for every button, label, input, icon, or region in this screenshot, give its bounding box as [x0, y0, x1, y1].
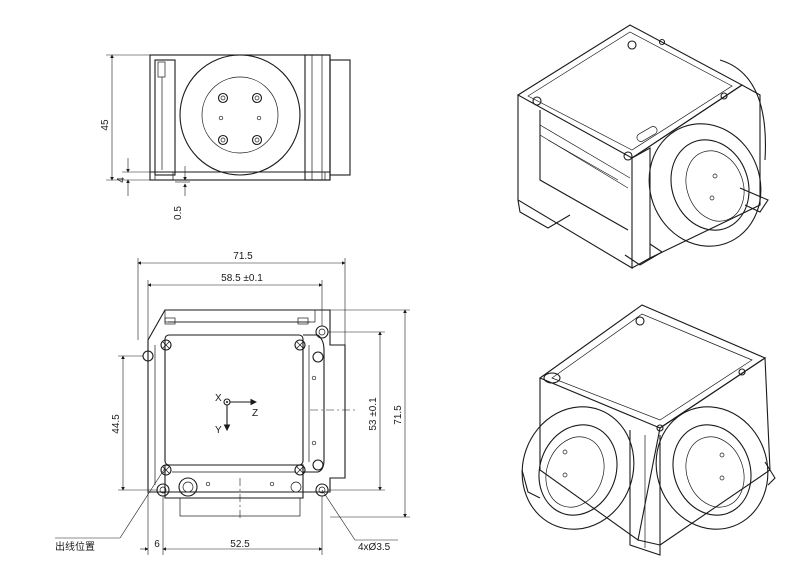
dim-left-offset: 44.5 [111, 414, 122, 434]
dim-gap-label: 0.5 [173, 206, 184, 220]
cable-outlet-label: 出线位置 [55, 540, 95, 553]
axis-y-label: Y [215, 425, 222, 436]
front-view: 45 4 0.5 [100, 54, 351, 220]
hole-callout: 4xØ3.5 [358, 542, 391, 553]
dim-hole-pitch-y: 53 ±0.1 [368, 397, 379, 431]
dim-bottom-left: 6 [154, 539, 160, 550]
isometric-view-top [516, 24, 769, 269]
screw-top-right [294, 339, 306, 351]
dim-base-label: 4 [116, 177, 127, 183]
screw-bottom-left [160, 464, 172, 476]
screw-top-left [160, 339, 172, 351]
axis-z-label: Z [252, 408, 258, 419]
axis-x-label: X [215, 393, 222, 404]
dim-width-total: 71.5 [233, 251, 253, 262]
dim-bottom-pitch: 52.5 [230, 539, 250, 550]
dim-height-total: 71.5 [393, 405, 404, 425]
lens-mount-circle [179, 54, 301, 176]
top-view: X Y Z 71.5 58.5 ±0.1 71.5 53 ±0.1 44.5 [55, 251, 410, 555]
dim-height-label: 45 [100, 119, 111, 131]
screw-bottom-right [294, 464, 306, 476]
isometric-view-bottom [521, 304, 776, 556]
dim-hole-pitch-x: 58.5 ±0.1 [221, 273, 263, 284]
